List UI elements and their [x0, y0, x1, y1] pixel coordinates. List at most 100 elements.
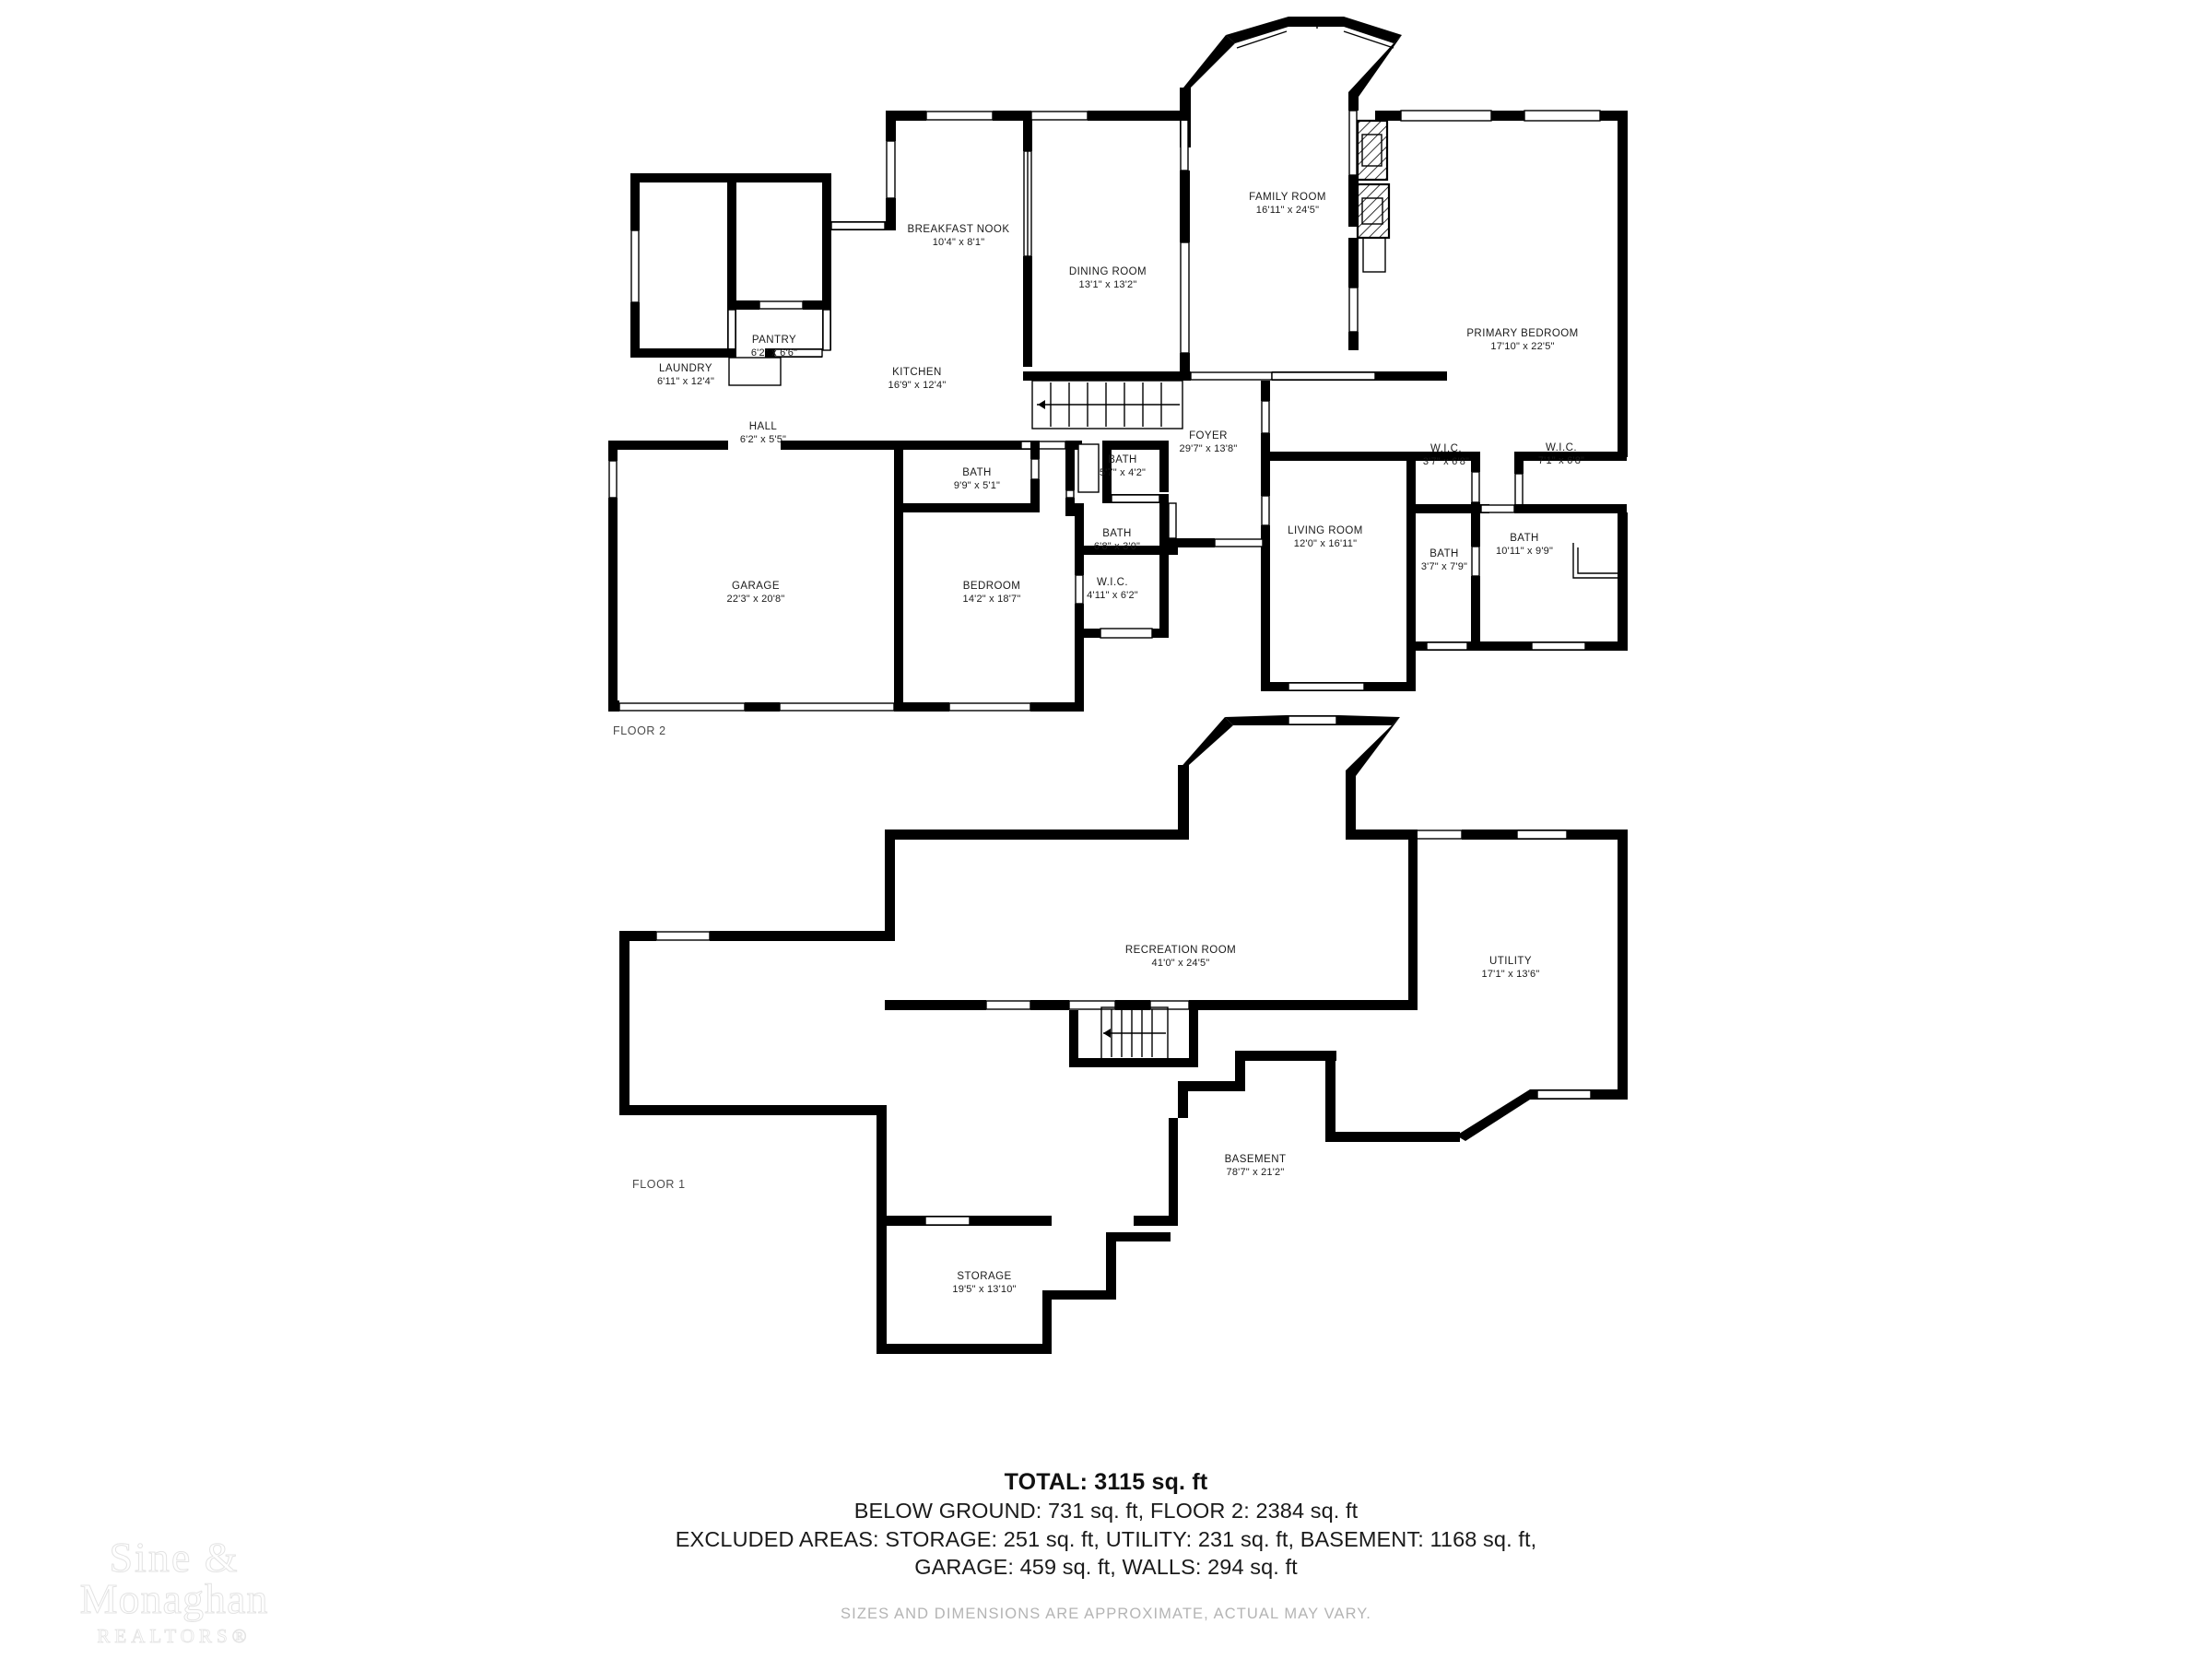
room-dimensions: 4'11" x 6'2" — [1087, 590, 1138, 601]
room-dimensions: 6'8" x 3'0" — [1094, 541, 1140, 552]
floor-2-plan: FAMILY ROOM 16'11" x 24'5" BREAKFAST NOOK 1… — [608, 17, 1628, 737]
excluded-areas-line-1: EXCLUDED AREAS: STORAGE: 251 sq. ft, UTI… — [675, 1526, 1537, 1551]
laundry-pantry-hall-walls — [630, 173, 831, 386]
room-name: HALL — [749, 421, 778, 432]
room-name: BATH — [1430, 548, 1459, 559]
room-label: KITCHEN 16'9" x 12'4" — [888, 367, 947, 391]
room-name: FOYER — [1189, 430, 1228, 441]
area-summary: TOTAL: 3115 sq. ft BELOW GROUND: 731 sq.… — [0, 1467, 2212, 1623]
room-label: GARAGE 22'3" x 20'8" — [727, 581, 785, 605]
basement-bay-walls — [1178, 715, 1400, 839]
room-name: W.I.C. — [1097, 577, 1128, 588]
room-label: BATH 3'7" x 7'9" — [1421, 548, 1467, 572]
floor-1-plan: RECREATION ROOM 41'0" x 24'5" UTILITY17'1"… — [619, 715, 1628, 1354]
room-dimensions: 16'11" x 24'5" — [1256, 205, 1319, 216]
room-dimensions: 3'7" x 7'9" — [1421, 561, 1467, 572]
room-label: STORAGE 19'5" x 13'10" — [952, 1271, 1016, 1295]
exterior-left-walls — [608, 441, 640, 450]
room-label: W.I.C. 4'11" x 6'2" — [1087, 577, 1138, 601]
room-label: BATH 10'11" x 9'9" — [1496, 533, 1553, 557]
room-dimensions: 10'4" x 8'1" — [933, 237, 985, 248]
floor-1-label: FLOOR 1 — [632, 1178, 686, 1191]
below-ground-line: BELOW GROUND: 731 sq. ft, FLOOR 2: 2384 … — [853, 1499, 1359, 1523]
kitchen-nook-walls — [830, 111, 1191, 230]
bedroom-cluster-walls — [894, 441, 1264, 712]
brand-line-2: Monaghan — [79, 1575, 269, 1623]
room-name: BATH — [1108, 454, 1137, 465]
room-dimensions: 41'0" x 24'5" — [1152, 958, 1210, 969]
total-area-line: TOTAL: 3115 sq. ft — [1004, 1469, 1208, 1495]
room-label: BATH 6'8" x 3'0" — [1094, 528, 1140, 552]
room-label: HALL 6'2" x 5'5" — [740, 421, 786, 445]
room-name: W.I.C. — [1546, 442, 1577, 453]
kitchen-dining-divider — [1023, 120, 1032, 367]
room-dimensions: 6'2" x 6'6" — [751, 347, 797, 359]
room-label: W.I.C. 3'7" x 6'8" — [1423, 443, 1469, 467]
room-name: LIVING ROOM — [1288, 525, 1363, 536]
room-name: KITCHEN — [892, 367, 942, 378]
room-name: PRIMARY BEDROOM — [1466, 328, 1578, 339]
room-name: UTILITY — [1489, 956, 1532, 967]
room-name: BATH — [1510, 533, 1539, 544]
floor-2-room-labels: FAMILY ROOM 16'11" x 24'5" BREAKFAST NOOK 1… — [657, 192, 1584, 605]
foyer-walls — [1261, 371, 1447, 691]
room-name: GARAGE — [732, 581, 780, 592]
room-dimensions: 14'2" x 18'7" — [963, 594, 1021, 605]
room-name: DINING ROOM — [1069, 266, 1147, 277]
room-dimensions: 6'2" x 5'5" — [740, 434, 786, 445]
right-wing-walls — [1416, 383, 1628, 651]
room-label: LIVING ROOM 12'0" x 16'11" — [1288, 525, 1363, 549]
room-dimensions: 7'1" x 6'8" — [1538, 455, 1584, 466]
room-name: BEDROOM — [963, 581, 1021, 592]
room-label: RECREATION ROOM 41'0" x 24'5" — [1125, 945, 1236, 969]
dining-family-divider — [1180, 226, 1190, 381]
room-dimensions: 29'7" x 13'8" — [1180, 443, 1238, 454]
room-label: BASEMENT 78'7" x 21'2" — [1225, 1154, 1287, 1178]
bay-window-glazing — [1232, 18, 1397, 49]
room-label: FAMILY ROOM 16'11" x 24'5" — [1249, 192, 1326, 216]
stair-treads — [1037, 382, 1180, 427]
room-label: DINING ROOM 13'1" x 13'2" — [1069, 266, 1147, 290]
room-name: W.I.C. — [1430, 443, 1462, 454]
room-label: BEDROOM 14'2" x 18'7" — [963, 581, 1021, 605]
room-label: BREAKFAST NOOK 10'4" x 8'1" — [908, 224, 1010, 248]
garage-walls — [608, 441, 903, 712]
room-name: PANTRY — [752, 335, 796, 346]
brand-line-1: Sine & — [109, 1534, 240, 1581]
room-dimensions: 17'10" x 22'5" — [1490, 341, 1554, 352]
floor-1-room-labels: RECREATION ROOM 41'0" x 24'5" UTILITY17'1"… — [952, 945, 1539, 1295]
room-label: FOYER 29'7" x 13'8" — [1180, 430, 1238, 454]
room-name: BATH — [1102, 528, 1132, 539]
disclaimer-text: SIZES AND DIMENSIONS ARE APPROXIMATE, AC… — [841, 1605, 1371, 1622]
excluded-areas-line-2: GARAGE: 459 sq. ft, WALLS: 294 sq. ft — [914, 1555, 1298, 1580]
basement-stair-treads — [1103, 1009, 1166, 1057]
primary-bedroom-walls — [1348, 110, 1628, 383]
brand-line-3: REALTORS® — [97, 1625, 252, 1648]
room-name: LAUNDRY — [659, 363, 712, 374]
room-name: FAMILY ROOM — [1249, 192, 1326, 203]
room-dimensions: 16'9" x 12'4" — [888, 380, 947, 391]
brand-watermark: Sine & Monaghan REALTORS® — [41, 1534, 308, 1648]
room-dimensions: 22'3" x 20'8" — [727, 594, 785, 605]
room-label: PRIMARY BEDROOM 17'10" x 22'5" — [1466, 328, 1578, 352]
room-name: BREAKFAST NOOK — [908, 224, 1010, 235]
room-dimensions: 13'1" x 13'2" — [1079, 279, 1137, 290]
family-room-bay-walls — [1180, 17, 1402, 147]
room-name: BASEMENT — [1225, 1154, 1287, 1165]
room-dimensions: 78'7" x 21'2" — [1227, 1167, 1285, 1178]
room-dimensions: 3'7" x 6'8" — [1423, 456, 1469, 467]
room-name: RECREATION ROOM — [1125, 945, 1236, 956]
room-dimensions: 19'5" x 13'10" — [952, 1284, 1016, 1295]
room-dimensions: 5'7" x 4'2" — [1100, 467, 1146, 478]
room-dimensions: 10'11" x 9'9" — [1496, 546, 1553, 557]
room-dimensions: 12'0" x 16'11" — [1294, 538, 1357, 549]
basement-outer-walls — [619, 771, 1628, 1354]
room-dimensions: 9'9" x 5'1" — [954, 480, 1000, 491]
room-name: STORAGE — [957, 1271, 1011, 1282]
room-name: BATH — [962, 467, 992, 478]
room-label: BATH 9'9" x 5'1" — [954, 467, 1000, 491]
